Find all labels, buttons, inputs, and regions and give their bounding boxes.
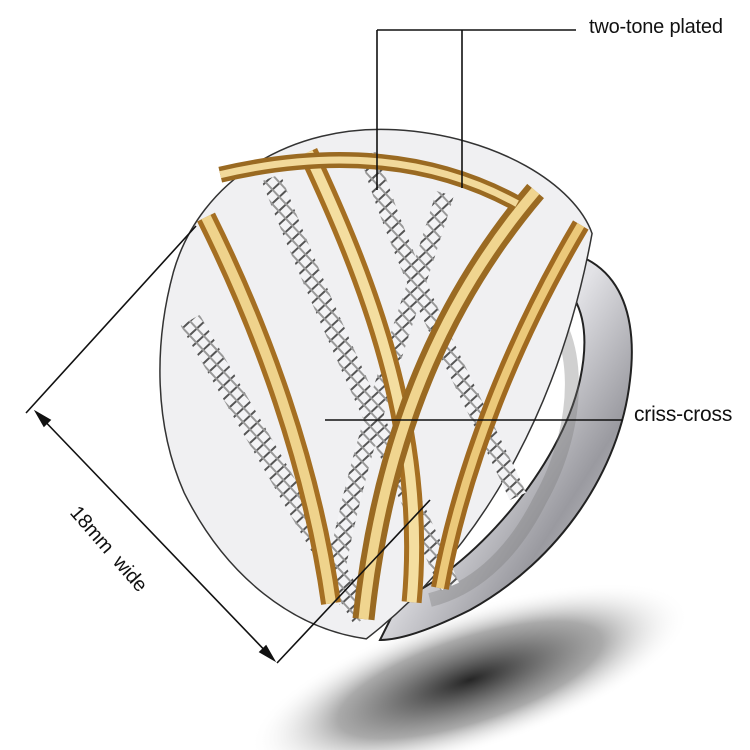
width-dimension: [25, 225, 431, 664]
two-tone-leader: [376, 29, 576, 190]
ring-crossover: [159, 128, 593, 640]
two-tone-label: two-tone plated: [589, 16, 723, 38]
ring-shadow: [250, 582, 690, 750]
criss-cross-label: criss-cross: [634, 403, 733, 426]
